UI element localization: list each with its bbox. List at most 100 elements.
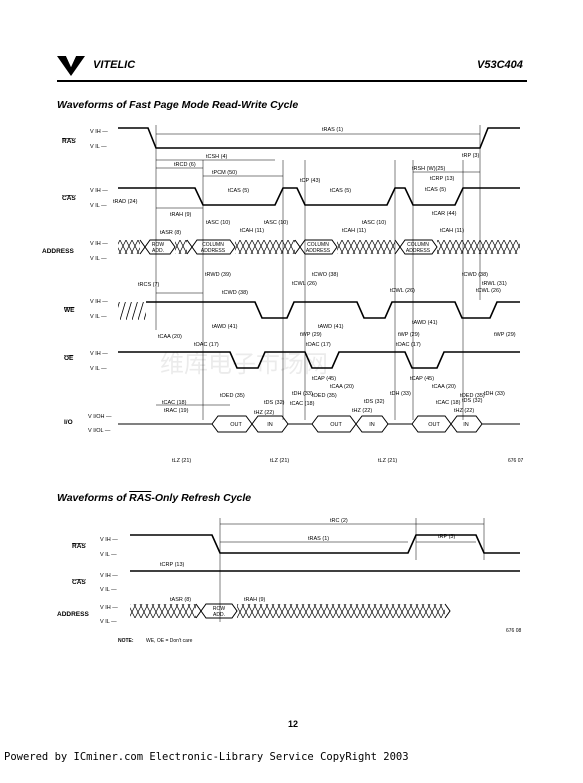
svg-text:V IL —: V IL — <box>90 256 107 262</box>
svg-text:tHZ (22): tHZ (22) <box>454 408 474 414</box>
svg-text:tOAC (17): tOAC (17) <box>396 342 421 348</box>
svg-text:V IL —: V IL — <box>90 144 107 150</box>
svg-text:tCAS (5): tCAS (5) <box>425 187 446 193</box>
svg-text:tCWD (38): tCWD (38) <box>222 290 248 296</box>
svg-text:tCAA (20): tCAA (20) <box>432 384 456 390</box>
svg-text:tAWD (41): tAWD (41) <box>318 324 344 330</box>
svg-text:V IH —: V IH — <box>100 605 118 611</box>
svg-text:tCRP (13): tCRP (13) <box>160 562 185 568</box>
brand-name: VITELIC <box>93 59 136 71</box>
svg-text:tDH (33): tDH (33) <box>292 391 313 397</box>
svg-text:V IL —: V IL — <box>90 314 107 320</box>
svg-text:tCAA (20): tCAA (20) <box>330 384 354 390</box>
svg-text:V IH —: V IH — <box>90 299 108 305</box>
svg-text:V IL —: V IL — <box>100 619 117 625</box>
note-text: WE, OE = Don't care <box>146 638 193 644</box>
signal-cas: CAS <box>62 195 76 202</box>
svg-text:tCAS (5): tCAS (5) <box>330 188 351 194</box>
svg-text:ROW: ROW <box>152 242 165 248</box>
svg-text:tRC (2): tRC (2) <box>330 518 348 524</box>
figure2-title: Waveforms of RAS-Only Refresh Cycle <box>57 492 252 504</box>
svg-text:tCAH (11): tCAH (11) <box>240 228 264 234</box>
svg-text:tCP (43): tCP (43) <box>300 178 321 184</box>
svg-text:V IH —: V IH — <box>100 537 118 543</box>
svg-text:tRAS (1): tRAS (1) <box>322 127 343 133</box>
svg-text:tOED (35): tOED (35) <box>460 393 485 399</box>
svg-text:tRWL (31): tRWL (31) <box>482 281 507 287</box>
header-rule <box>57 80 527 82</box>
svg-text:V IL —: V IL — <box>100 587 117 593</box>
svg-text:tASC (10): tASC (10) <box>362 220 386 226</box>
svg-text:V IL —: V IL — <box>90 366 107 372</box>
svg-text:tWP (29): tWP (29) <box>494 332 516 338</box>
page-number: 12 <box>288 719 299 729</box>
svg-text:tOED (35): tOED (35) <box>220 393 245 399</box>
svg-text:tRP (3): tRP (3) <box>438 534 455 540</box>
svg-text:tCWO (38): tCWO (38) <box>312 272 338 278</box>
svg-text:tRAH (9): tRAH (9) <box>244 597 266 603</box>
svg-text:OUT: OUT <box>230 422 242 428</box>
svg-text:tCAH (11): tCAH (11) <box>342 228 366 234</box>
svg-text:ADDRESS: ADDRESS <box>406 248 431 254</box>
svg-text:tDH (33): tDH (33) <box>390 391 411 397</box>
svg-text:tCWL (26): tCWL (26) <box>390 288 415 294</box>
svg-text:V IH —: V IH — <box>90 241 108 247</box>
svg-text:IN: IN <box>463 422 469 428</box>
signal-address: ADDRESS <box>42 248 74 255</box>
svg-text:tDS (32): tDS (32) <box>364 399 385 405</box>
svg-text:tCWL (26): tCWL (26) <box>292 281 317 287</box>
svg-text:V IH —: V IH — <box>90 129 108 135</box>
svg-text:tCAC (18): tCAC (18) <box>162 400 187 406</box>
signal-ras: RAS <box>62 138 76 145</box>
svg-text:tAWD (41): tAWD (41) <box>212 324 238 330</box>
signal2-address: ADDRESS <box>57 611 89 618</box>
svg-text:tRP (3): tRP (3) <box>462 153 479 159</box>
svg-text:tDS (32): tDS (32) <box>264 400 285 406</box>
svg-text:V IL —: V IL — <box>90 203 107 209</box>
svg-text:ADDRESS: ADDRESS <box>306 248 331 254</box>
svg-text:tRCD (6): tRCD (6) <box>174 162 196 168</box>
svg-text:tCAH (11): tCAH (11) <box>440 228 464 234</box>
watermark-text: 维库电子市场网 <box>160 351 328 378</box>
svg-text:V IH —: V IH — <box>100 573 118 579</box>
svg-text:tASC (10): tASC (10) <box>264 220 288 226</box>
svg-text:tOAC (17): tOAC (17) <box>194 342 219 348</box>
svg-text:tCAR (44): tCAR (44) <box>432 211 457 217</box>
svg-text:tASR (8): tASR (8) <box>170 597 191 603</box>
signal-io: I/O <box>64 419 73 426</box>
svg-text:tOED (35): tOED (35) <box>312 393 337 399</box>
signal-we: WE <box>64 307 75 314</box>
svg-text:ROW: ROW <box>213 606 226 612</box>
part-number: V53C404 <box>477 59 523 71</box>
svg-text:tCRP (13): tCRP (13) <box>430 176 455 182</box>
svg-text:tCAC (18): tCAC (18) <box>290 401 315 407</box>
svg-text:tHZ (22): tHZ (22) <box>352 408 372 414</box>
svg-text:tWP (29): tWP (29) <box>300 332 322 338</box>
svg-text:tRCS (7): tRCS (7) <box>138 282 160 288</box>
svg-text:V IL —: V IL — <box>100 552 117 558</box>
svg-text:tWP (29): tWP (29) <box>398 332 420 338</box>
figure1-title: Waveforms of Fast Page Mode Read-Write C… <box>57 99 299 111</box>
figure2-code: 676 08 <box>506 628 522 634</box>
svg-text:tCAP (45): tCAP (45) <box>410 376 434 382</box>
note-label: NOTE: <box>118 638 134 644</box>
svg-text:tCAA (20): tCAA (20) <box>158 334 182 340</box>
svg-text:ADD.: ADD. <box>152 248 164 254</box>
svg-text:OUT: OUT <box>330 422 342 428</box>
signal-oe: OE <box>64 355 74 362</box>
svg-text:V IH —: V IH — <box>90 351 108 357</box>
svg-text:tCAC (18): tCAC (18) <box>436 400 461 406</box>
signal2-cas: CAS <box>72 579 86 586</box>
svg-text:tCSH (4): tCSH (4) <box>206 154 228 160</box>
svg-text:ADD.: ADD. <box>213 612 225 618</box>
svg-text:tDH (33): tDH (33) <box>484 391 505 397</box>
svg-text:tAWD (41): tAWD (41) <box>412 320 438 326</box>
svg-text:V IH —: V IH — <box>90 188 108 194</box>
svg-text:tHZ (22): tHZ (22) <box>254 410 274 416</box>
svg-text:V I/OH —: V I/OH — <box>88 414 112 420</box>
svg-text:tRAD (24): tRAD (24) <box>113 199 138 205</box>
svg-text:tDS (32): tDS (32) <box>462 398 483 404</box>
svg-text:tCWL (26): tCWL (26) <box>476 288 501 294</box>
svg-text:tLZ (21): tLZ (21) <box>270 458 289 464</box>
svg-text:OUT: OUT <box>428 422 440 428</box>
